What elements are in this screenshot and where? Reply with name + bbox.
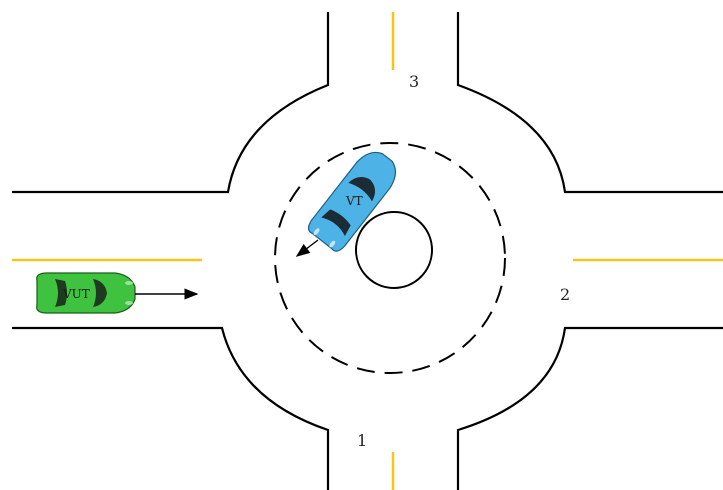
vt-car: VT: [307, 151, 397, 252]
vut-headlight-left: [125, 281, 133, 285]
road-outline: [12, 12, 723, 490]
vut-label: VUT: [62, 287, 90, 301]
vut-car: VUT: [36, 272, 136, 314]
vut-rear-window: [55, 279, 67, 307]
vt-headlight-right: [329, 240, 336, 248]
vt-label: VT: [345, 194, 363, 208]
exit-label-south: 1: [357, 431, 367, 450]
exit-label-north: 3: [409, 72, 419, 91]
central-island: [355, 211, 433, 289]
vt-windshield: [348, 176, 376, 202]
circulating-lane-dashed-ring: [274, 142, 506, 374]
vt-car-body: [307, 151, 397, 252]
vut-headlight-right: [125, 301, 133, 305]
vt-headlight-left: [313, 228, 320, 236]
vt-rear-window: [321, 209, 351, 237]
vt-direction-arrow: [295, 239, 319, 257]
vut-windshield: [93, 279, 107, 307]
lane-markings: [12, 12, 723, 490]
exit-label-east: 2: [560, 285, 570, 304]
